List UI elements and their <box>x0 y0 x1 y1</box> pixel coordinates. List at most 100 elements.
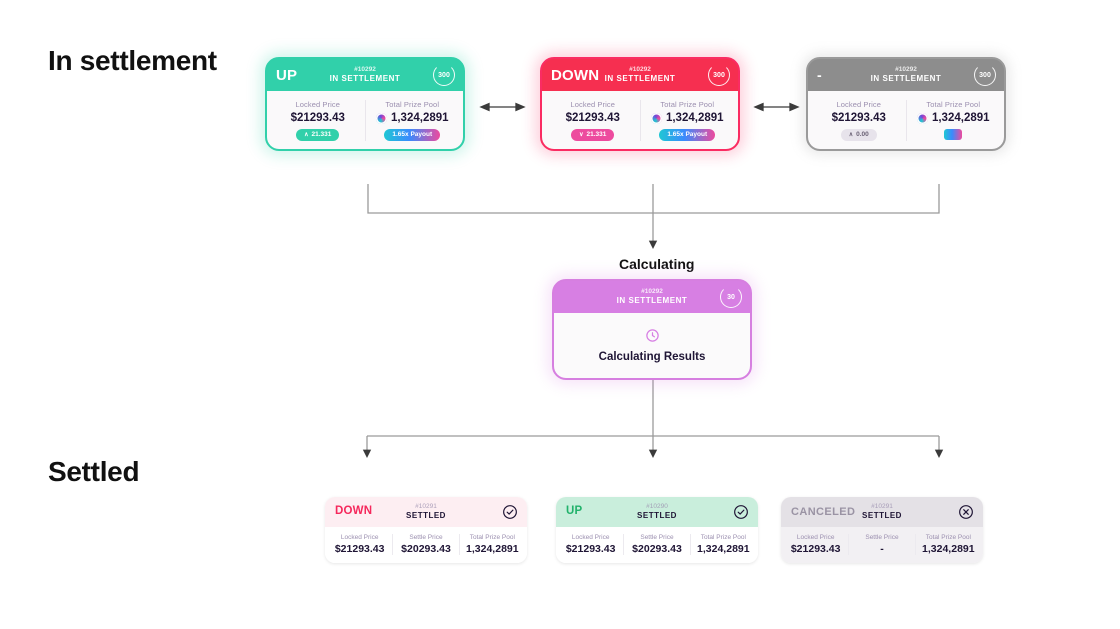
locked-price-label: Locked Price <box>571 534 610 541</box>
calculating-body: Calculating Results <box>554 313 750 378</box>
settle-price-value: $20293.43 <box>401 543 451 555</box>
section-title-in-settlement: In settlement <box>48 45 217 76</box>
round-direction-label: UP <box>276 66 298 84</box>
locked-price-label: Locked Price <box>836 100 882 109</box>
prize-pool-value: 1,324,2891 <box>466 543 519 555</box>
countdown-timer: 300 <box>433 64 455 86</box>
price-change-value: 21.331 <box>311 130 332 138</box>
round-direction-label: UP <box>566 505 583 518</box>
token-icon <box>916 112 928 124</box>
settle-price-column: Settle Price $20293.43 <box>623 534 689 555</box>
token-icon <box>650 112 662 124</box>
prize-pool-column: Total Prize Pool 1,324,2891 <box>689 534 756 555</box>
payout-badge <box>944 129 963 140</box>
round-id: #10292 <box>895 65 917 73</box>
prize-pool-column: Total Prize Pool 1,324,2891 1.65x Payout <box>639 100 735 141</box>
prize-pool-column: Total Prize Pool 1,324,2891 <box>458 534 525 555</box>
countdown-timer: 300 <box>974 64 996 86</box>
prize-pool-value: 1,324,2891 <box>931 112 990 124</box>
prize-pool-label: Total Prize Pool <box>925 534 971 541</box>
check-circle-icon <box>734 505 748 519</box>
prize-pool-label: Total Prize Pool <box>469 534 515 541</box>
settle-price-value: $20293.43 <box>632 543 682 555</box>
locked-price-column: Locked Price $21293.43 ∧ 0.00 <box>812 100 906 141</box>
round-card-up[interactable]: UP #10292 IN SETTLEMENT 300 Locked Price… <box>265 57 465 151</box>
settled-card-header: UP #10290 SETTLED <box>556 497 758 527</box>
price-change-badge: ∧ 0.00 <box>840 129 877 141</box>
round-card-neutral[interactable]: - #10292 IN SETTLEMENT 300 Locked Price … <box>806 57 1006 151</box>
price-change-value: 21.331 <box>586 130 607 138</box>
prize-pool-value: 1,324,2891 <box>922 543 975 555</box>
check-circle-icon <box>503 505 517 519</box>
calculating-results-text: Calculating Results <box>598 351 706 363</box>
locked-price-label: Locked Price <box>570 100 616 109</box>
countdown-timer: 300 <box>708 64 730 86</box>
round-card-header: UP #10292 IN SETTLEMENT 300 <box>267 59 463 91</box>
settled-card-up[interactable]: UP #10290 SETTLED Locked Price $21293.43… <box>556 497 758 563</box>
round-card-header: - #10292 IN SETTLEMENT 300 <box>808 59 1004 91</box>
settle-price-label: Settle Price <box>409 534 443 541</box>
prize-pool-label: Total Prize Pool <box>660 100 715 109</box>
locked-price-label: Locked Price <box>796 534 835 541</box>
settle-price-column: Settle Price - <box>848 534 914 555</box>
x-circle-icon <box>959 505 973 519</box>
round-state: IN SETTLEMENT <box>604 74 676 84</box>
caret-up-icon: ∧ <box>848 131 854 138</box>
locked-price-value: $21293.43 <box>334 543 385 555</box>
round-card-header: #10292 IN SETTLEMENT 30 <box>554 281 750 313</box>
price-change-value: 0.00 <box>856 130 869 138</box>
prize-pool-value-wrap: 1,324,2891 <box>375 112 449 124</box>
stage-label-calculating: Calculating <box>619 256 695 272</box>
locked-price-value: $21293.43 <box>290 112 345 124</box>
locked-price-column: Locked Price $21293.43 <box>327 534 392 555</box>
settled-card-body: Locked Price $21293.43 Settle Price - To… <box>781 527 983 563</box>
section-title-settled: Settled <box>48 456 140 487</box>
payout-badge: 1.65x Payout <box>659 129 716 141</box>
round-id: #10292 <box>641 287 663 295</box>
settled-card-down[interactable]: DOWN #10291 SETTLED Locked Price $21293.… <box>325 497 527 563</box>
round-card-calculating[interactable]: #10292 IN SETTLEMENT 30 Calculating Resu… <box>552 279 752 380</box>
round-direction-label: - <box>817 67 822 83</box>
clock-icon <box>645 329 659 342</box>
round-card-header: DOWN #10292 IN SETTLEMENT 300 <box>542 59 738 91</box>
prize-pool-value: 1,324,2891 <box>390 112 449 124</box>
locked-price-column: Locked Price $21293.43 ∧ 21.331 <box>271 100 365 141</box>
round-id: #10291 <box>871 502 893 510</box>
prize-pool-label: Total Prize Pool <box>926 100 981 109</box>
locked-price-value: $21293.43 <box>831 112 886 124</box>
locked-price-column: Locked Price $21293.43 ∨ 21.331 <box>546 100 640 141</box>
settle-price-value: - <box>880 543 884 555</box>
round-direction-label: CANCELED <box>791 505 856 518</box>
round-state: IN SETTLEMENT <box>870 74 942 84</box>
prize-pool-column: Total Prize Pool 1,324,2891 1.65x Payout <box>364 100 460 141</box>
prize-pool-label: Total Prize Pool <box>385 100 440 109</box>
price-change-badge: ∧ 21.331 <box>296 129 340 141</box>
round-direction-label: DOWN <box>335 505 373 518</box>
settled-card-header: CANCELED #10291 SETTLED <box>781 497 983 527</box>
settle-price-label: Settle Price <box>865 534 899 541</box>
settled-card-body: Locked Price $21293.43 Settle Price $202… <box>325 527 527 563</box>
locked-price-value: $21293.43 <box>565 543 616 555</box>
round-card-body: Locked Price $21293.43 ∧ 0.00 Total Priz… <box>808 91 1004 149</box>
settled-card-canceled[interactable]: CANCELED #10291 SETTLED Locked Price $21… <box>781 497 983 563</box>
round-card-down[interactable]: DOWN #10292 IN SETTLEMENT 300 Locked Pri… <box>540 57 740 151</box>
settle-price-column: Settle Price $20293.43 <box>392 534 458 555</box>
round-id: #10292 <box>629 65 651 73</box>
round-card-body: Locked Price $21293.43 ∧ 21.331 Total Pr… <box>267 91 463 149</box>
payout-badge: 1.65x Payout <box>384 129 441 141</box>
token-icon <box>375 112 387 124</box>
locked-price-value: $21293.43 <box>565 112 620 124</box>
round-state: SETTLED <box>862 511 902 521</box>
locked-price-label: Locked Price <box>340 534 379 541</box>
prize-pool-label: Total Prize Pool <box>700 534 746 541</box>
settled-card-body: Locked Price $21293.43 Settle Price $202… <box>556 527 758 563</box>
caret-down-icon: ∨ <box>579 131 584 138</box>
settled-card-header: DOWN #10291 SETTLED <box>325 497 527 527</box>
settle-price-label: Settle Price <box>640 534 674 541</box>
round-card-body: Locked Price $21293.43 ∨ 21.331 Total Pr… <box>542 91 738 149</box>
prize-pool-value: 1,324,2891 <box>665 112 724 124</box>
round-state: SETTLED <box>637 511 677 521</box>
locked-price-value: $21293.43 <box>790 543 841 555</box>
round-state: IN SETTLEMENT <box>329 74 401 84</box>
